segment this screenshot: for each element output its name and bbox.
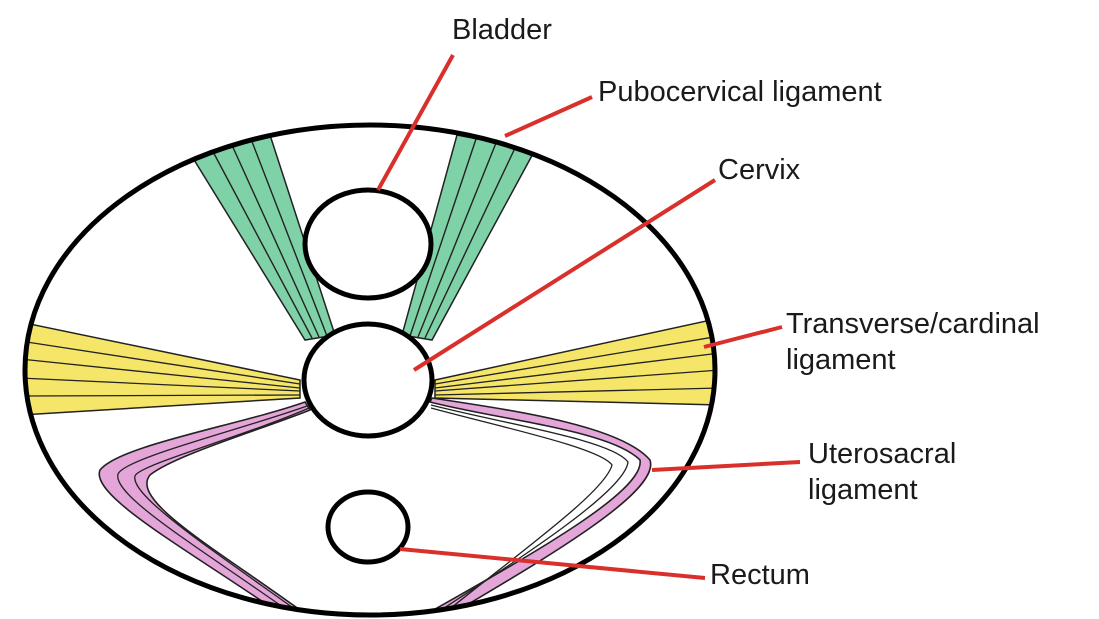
bladder-circle (305, 190, 431, 298)
rectum-label: Rectum (710, 557, 810, 593)
leader-bladder (378, 55, 453, 190)
cervix-label: Cervix (718, 152, 800, 188)
bladder-label: Bladder (452, 12, 552, 48)
uterosacral-label-line1: Uterosacral (808, 436, 956, 472)
uterosacral-label-line2: ligament (808, 472, 956, 508)
rectum-circle (328, 492, 408, 562)
leader-transverse (704, 327, 782, 347)
cervix-circle (304, 324, 432, 436)
transverse-label-line2: ligament (786, 342, 1040, 378)
transverse-cardinal-ligament-label: Transverse/cardinal ligament (786, 306, 1040, 378)
uterosacral-ligament-label: Uterosacral ligament (808, 436, 956, 508)
transverse-label-line1: Transverse/cardinal (786, 306, 1040, 342)
pubocervical-ligament-label: Pubocervical ligament (598, 74, 882, 110)
leader-uterosacral (652, 462, 800, 470)
leader-pubocervical (505, 97, 592, 136)
